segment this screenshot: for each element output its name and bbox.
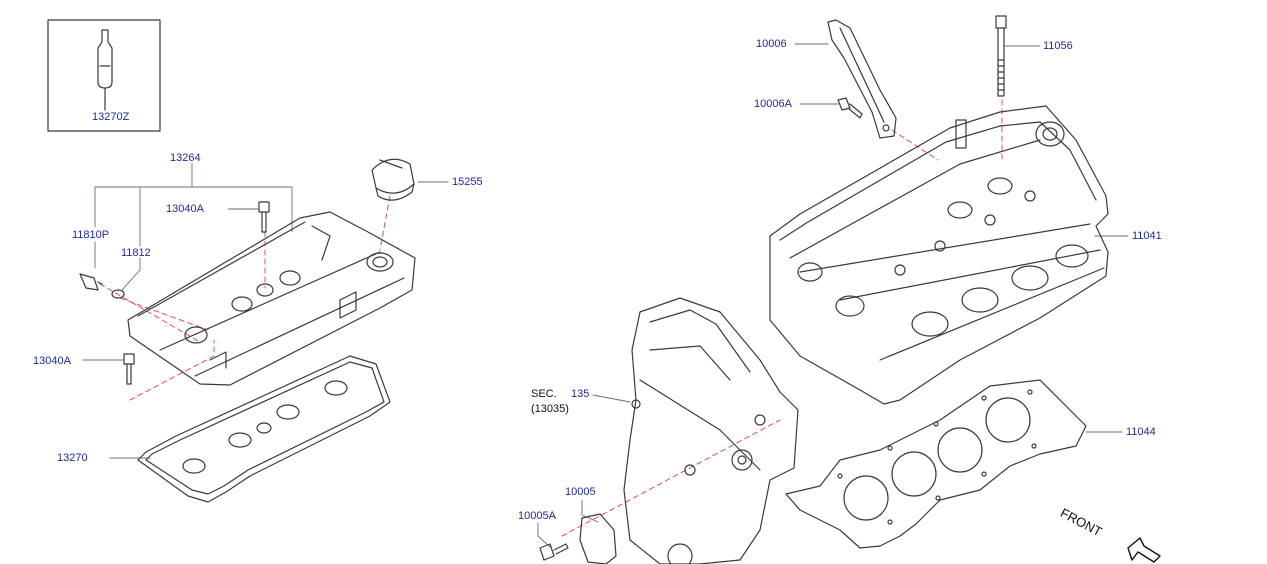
bolt-13040A-left — [123, 353, 135, 385]
head-gasket-11044 — [785, 379, 1087, 549]
gasket-13270 — [137, 355, 391, 503]
callout-11041[interactable]: 11041 — [1132, 230, 1162, 242]
sensor-11810P — [79, 273, 103, 291]
callout-13264[interactable]: 13264 — [170, 152, 201, 164]
sec-sub-label: (13035) — [531, 403, 569, 415]
oil-cap-15255 — [371, 158, 415, 201]
o-ring-11812 — [111, 289, 125, 299]
callout-11810P[interactable]: 11810P — [72, 229, 110, 241]
callout-11056[interactable]: 11056 — [1043, 40, 1073, 52]
leader-lines — [82, 43, 1129, 548]
bolt-10006A — [837, 97, 863, 119]
callout-10006A[interactable]: 10006A — [754, 98, 792, 110]
callout-13270[interactable]: 13270 — [57, 452, 88, 464]
cover-10005 — [579, 513, 617, 564]
timing-cover-sec135 — [623, 297, 799, 564]
callout-13270Z[interactable]: 13270Z — [92, 111, 130, 123]
bolt-13040A-top — [258, 201, 270, 233]
callout-sec-135[interactable]: 135 — [571, 388, 590, 400]
sec-label-prefix: SEC. — [531, 388, 557, 400]
cylinder-head-11041 — [769, 105, 1109, 405]
callout-10005[interactable]: 10005 — [565, 486, 596, 498]
callout-13040A-top[interactable]: 13040A — [166, 203, 204, 215]
callout-11812[interactable]: 11812 — [121, 247, 151, 259]
callout-10006[interactable]: 10006 — [756, 38, 787, 50]
callout-13040A-left[interactable]: 13040A — [33, 355, 71, 367]
callout-10005A[interactable]: 10005A — [518, 510, 556, 522]
assembly-leaders — [99, 99, 1003, 537]
bracket-10006 — [827, 19, 897, 139]
bolt-10005A — [539, 543, 569, 561]
front-arrow-icon — [1127, 537, 1161, 563]
sealant-tube-inset — [47, 19, 161, 132]
rocker-cover-13264 — [127, 211, 416, 386]
callout-15255[interactable]: 15255 — [452, 176, 483, 188]
callout-11044[interactable]: 11044 — [1126, 426, 1156, 438]
bolt-11056 — [995, 15, 1007, 97]
